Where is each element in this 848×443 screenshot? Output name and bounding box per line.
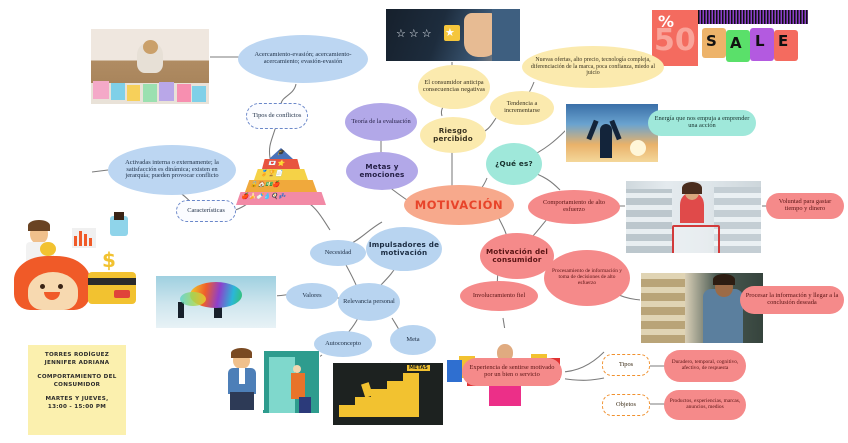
image-maslow-pyramid: 🎓 💌 ⭐ 🏅🏆📄 🔒🏠💵🍎 🍎🍌🍼💧🍳💤 (236, 148, 326, 206)
image-balloons-art (155, 275, 277, 329)
note-line-2: JENNIFER ADRIANA (44, 360, 110, 367)
node-comportamiento-alto-esfuerzo[interactable]: Comportamiento de alto esfuerzo (528, 190, 620, 224)
node-tipos[interactable]: Tipos (602, 354, 650, 376)
node-riesgo-detalle[interactable]: Nuevas ofertas, alto precio, tecnología … (522, 46, 664, 88)
image-businessman (220, 348, 264, 410)
node-caracteristicas-detalle[interactable]: Activadas interna o externamente; la sat… (108, 145, 236, 195)
node-objetos[interactable]: Objetos (602, 394, 650, 416)
image-supermarket-woman (625, 180, 762, 254)
node-caracteristicas[interactable]: Características (176, 200, 236, 222)
image-sale-tags: % 50 S A L E (652, 6, 808, 68)
image-supermarket-man (640, 272, 764, 344)
node-teoria-evaluacion[interactable]: Teoría de la evaluación (345, 103, 417, 141)
node-objetos-detalle[interactable]: Productos, experiencias, marcas, anuncio… (664, 390, 746, 420)
note-line-6: 13:00 - 15:00 PM (47, 403, 107, 410)
image-sunrise-arms (565, 103, 659, 163)
node-tendencia-incrementarse[interactable]: Tendencia a incrementarse (490, 91, 554, 125)
node-impulsadores-de-motivacion[interactable]: Impulsadores de motivación (366, 227, 442, 271)
note-line-4: CONSUMIDOR (53, 382, 101, 389)
note-line-3: COMPORTAMIENTO DEL (37, 373, 117, 380)
node-acercamiento-evasion[interactable]: Acercamiento-evasión; acercamiento-acerc… (238, 35, 368, 83)
node-necesidad[interactable]: Necesidad (310, 240, 366, 266)
node-tipos-de-conflictos[interactable]: Tipos de conflictos (246, 103, 308, 129)
node-riesgo-percibido[interactable]: Riesgo percibido (420, 117, 486, 153)
image-door-illustration (262, 350, 320, 414)
node-procesamiento-informacion[interactable]: Procesamiento de información y toma de d… (544, 250, 630, 306)
node-experiencia-motivado[interactable]: Experiencia de sentirse motivado por un … (462, 358, 562, 386)
image-review-stars: ☆☆☆ ★ (385, 8, 521, 62)
image-consumer-character: $ (14, 198, 144, 310)
node-center-motivacion[interactable]: MOTIVACIÓN (404, 185, 514, 225)
image-goals-stairs: METAS (332, 362, 444, 426)
node-autoconcepto[interactable]: Autoconcepto (314, 331, 372, 357)
node-procesar-conclusion[interactable]: Procesar la información y llegar a la co… (740, 286, 844, 314)
note-line-1: TORRES RODÍGUEZ (44, 352, 110, 358)
node-valores[interactable]: Valores (286, 283, 338, 309)
node-anticipa-consecuencias[interactable]: El consumidor anticipa consecuencias neg… (418, 65, 490, 109)
node-involucramiento-fiel[interactable]: Involucramiento fiel (460, 281, 538, 311)
node-metas-y-emociones[interactable]: Metas y emociones (346, 152, 418, 190)
node-meta[interactable]: Meta (390, 325, 436, 355)
node-motivacion-del-consumidor[interactable]: Motivación del consumidor (480, 233, 554, 279)
node-voluntad-gastar[interactable]: Voluntad para gastar tiempo y dinero (766, 193, 844, 219)
note-line-5: MARTES Y JUEVES, (45, 395, 109, 402)
node-relevancia-personal[interactable]: Relevancia personal (338, 283, 400, 321)
node-tipos-detalle[interactable]: Duradero, temporal, cognitivo, afectivo,… (664, 350, 746, 382)
course-info-note: TORRES RODÍGUEZ JENNIFER ADRIANA COMPORT… (28, 345, 126, 435)
node-que-es[interactable]: ¿Qué es? (486, 143, 542, 185)
node-energia-accion[interactable]: Energía que nos empuja a emprender una a… (648, 110, 756, 136)
image-woman-sofa-bags (90, 28, 210, 105)
